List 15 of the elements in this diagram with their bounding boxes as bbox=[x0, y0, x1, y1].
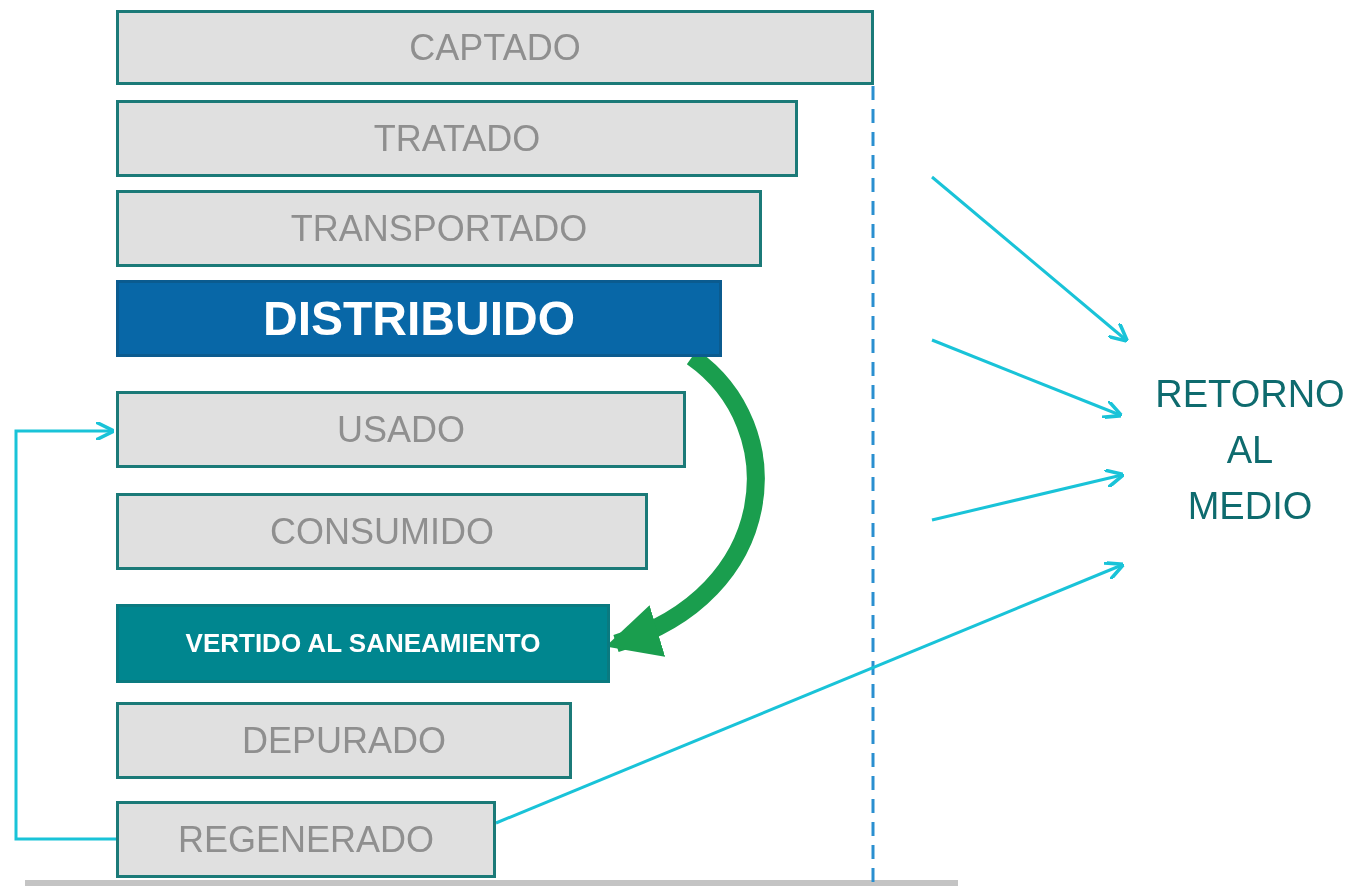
outlet-label: RETORNO AL MEDIO bbox=[1140, 365, 1356, 535]
arrow bbox=[931, 338, 1124, 420]
highlighted-stage-box: DISTRIBUIDO bbox=[116, 280, 722, 357]
highlighted-stage-box: VERTIDO AL SANEAMIENTO bbox=[116, 604, 610, 683]
stage-box: CONSUMIDO bbox=[116, 493, 648, 570]
arrow bbox=[495, 561, 1126, 825]
stage-box: DEPURADO bbox=[116, 702, 572, 779]
arrow bbox=[931, 468, 1126, 522]
stage-box: TRANSPORTADO bbox=[116, 190, 762, 267]
stage-box: CAPTADO bbox=[116, 10, 874, 85]
stage-box: REGENERADO bbox=[116, 801, 496, 878]
stage-box: USADO bbox=[116, 391, 686, 468]
arrow bbox=[14, 420, 116, 841]
arrow bbox=[931, 175, 1130, 343]
stage-box: TRATADO bbox=[116, 100, 798, 177]
